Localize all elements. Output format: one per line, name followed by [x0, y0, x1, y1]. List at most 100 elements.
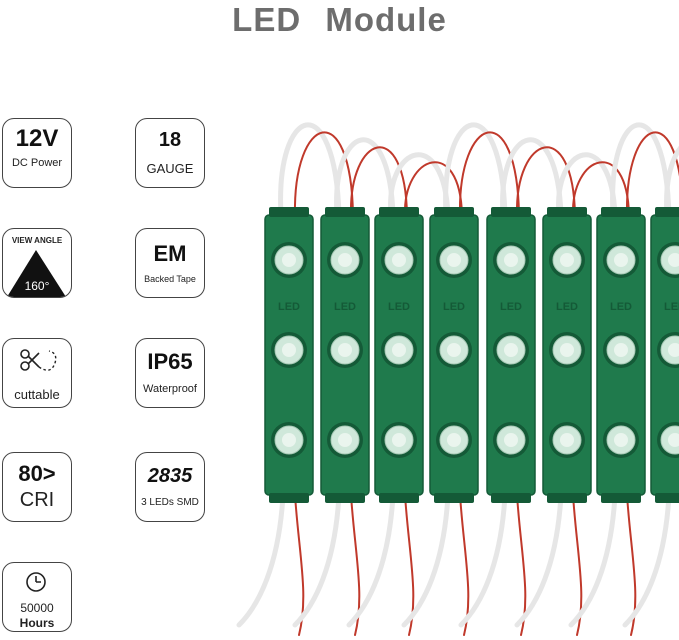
- rating-value: IP65: [147, 349, 193, 374]
- led-lens-core: [560, 343, 574, 357]
- wire-loop-top-red: [515, 146, 576, 216]
- cri-label: CRI: [19, 489, 55, 511]
- backing-label: Backed Tape: [144, 274, 196, 284]
- led-lens-core: [392, 343, 406, 357]
- cri-badge: 80> CRI: [2, 452, 72, 522]
- module-end-cap: [547, 207, 587, 217]
- view-angle-value: 160°: [24, 279, 50, 293]
- led-lens-core: [614, 433, 628, 447]
- backing-value: EM: [153, 241, 187, 266]
- smd-label: 3 LEDs SMD: [141, 497, 199, 508]
- wire-loop-bottom-red: [294, 494, 305, 636]
- wire-loop-bottom: [346, 492, 396, 628]
- wire-loop-top-red: [293, 131, 354, 216]
- backing-badge: EM Backed Tape: [135, 228, 205, 298]
- led-lens-core: [668, 433, 679, 447]
- led-lens-core: [447, 433, 461, 447]
- wire-loop-bottom: [568, 492, 618, 628]
- wire-loop-top: [610, 122, 672, 218]
- led-lens-core: [504, 343, 518, 357]
- module-end-cap: [491, 207, 531, 217]
- view-angle-label: VIEW ANGLE: [11, 236, 63, 245]
- wire-loop-top-red: [349, 146, 408, 216]
- module-end-cap: [379, 207, 419, 217]
- module-label: LED: [278, 301, 300, 313]
- led-lens-core: [614, 253, 628, 267]
- module-label: LED: [388, 301, 410, 313]
- wire-loop-top: [334, 137, 396, 218]
- wire-loop-bottom: [236, 492, 286, 628]
- led-lens-core: [668, 343, 679, 357]
- clock-icon: [26, 572, 46, 592]
- module-end-cap: [601, 207, 641, 217]
- wire-loop-top-red: [403, 161, 463, 216]
- module-end-cap: [379, 493, 419, 503]
- wire-loop-bottom-red: [516, 494, 527, 636]
- module-end-cap: [655, 207, 679, 217]
- led-lens-core: [282, 343, 296, 357]
- wire-loop-bottom-red: [459, 494, 470, 636]
- module-end-cap: [325, 493, 365, 503]
- wire-loop-bottom-red: [626, 494, 637, 636]
- gauge-value: 18: [158, 129, 182, 151]
- module-end-cap: [601, 493, 641, 503]
- module-end-cap: [434, 207, 474, 217]
- module-label: LED: [500, 301, 522, 313]
- power-label: DC Power: [11, 157, 63, 169]
- cri-value: 80>: [18, 461, 56, 486]
- led-lens-core: [282, 433, 296, 447]
- led-lens-core: [338, 253, 352, 267]
- module-label: LED: [443, 301, 465, 313]
- gauge-label: GAUGE: [146, 161, 194, 176]
- wire-loop-top: [278, 122, 342, 218]
- rating-badge: IP65 Waterproof: [135, 338, 205, 408]
- wire-loop-bottom: [401, 492, 451, 628]
- rating-label: Waterproof: [142, 383, 197, 395]
- view-angle-icon: [7, 250, 66, 297]
- wire-loop-top: [443, 122, 508, 218]
- led-lens-core: [504, 433, 518, 447]
- led-lens-core: [392, 253, 406, 267]
- wire-loop-top-red: [458, 131, 520, 216]
- wire-loop-top: [500, 137, 564, 218]
- gauge-badge: 18 GAUGE: [135, 118, 205, 188]
- module-end-cap: [655, 493, 679, 503]
- scissors-icon: [20, 349, 57, 371]
- module-label: LED: [334, 301, 356, 313]
- lifetime-label: Hours: [19, 616, 55, 630]
- view-angle-badge: VIEW ANGLE 160°: [2, 228, 72, 298]
- led-lens-core: [504, 253, 518, 267]
- led-lens-core: [282, 253, 296, 267]
- led-lens-core: [560, 433, 574, 447]
- cutting-badge: cuttable: [2, 338, 72, 408]
- module-label: LED: [610, 301, 632, 313]
- wire-loop-bottom-red: [572, 494, 583, 636]
- led-lens-core: [447, 253, 461, 267]
- wire-loop-top: [556, 152, 618, 218]
- led-lens-core: [338, 433, 352, 447]
- wire-loop-bottom: [514, 492, 564, 628]
- led-lens-core: [447, 343, 461, 357]
- led-module-photo: LEDLEDLEDLEDLEDLEDLEDLED: [236, 122, 679, 636]
- wire-loop-bottom: [458, 492, 508, 628]
- module-end-cap: [491, 493, 531, 503]
- wire-loop-top: [664, 145, 679, 218]
- smd-badge: 2835 3 LEDs SMD: [135, 452, 205, 522]
- led-lens-core: [338, 343, 352, 357]
- wire-loop-top: [388, 152, 451, 218]
- wire-loop-top-red: [625, 131, 679, 216]
- wire-loop-bottom-red: [404, 494, 415, 636]
- wire-loop-bottom-red: [350, 494, 361, 636]
- cutting-label: cuttable: [14, 387, 60, 402]
- led-lens-core: [392, 433, 406, 447]
- module-label: LED: [664, 301, 679, 313]
- led-lens-core: [668, 253, 679, 267]
- module-end-cap: [434, 493, 474, 503]
- smd-value: 2835: [147, 465, 193, 487]
- power-badge: 12V DC Power: [2, 118, 72, 188]
- led-lens-core: [560, 253, 574, 267]
- power-value: 12V: [15, 125, 59, 152]
- module-end-cap: [269, 493, 309, 503]
- lifetime-badge: 50000 Hours: [2, 562, 72, 632]
- wire-loop-bottom: [292, 492, 342, 628]
